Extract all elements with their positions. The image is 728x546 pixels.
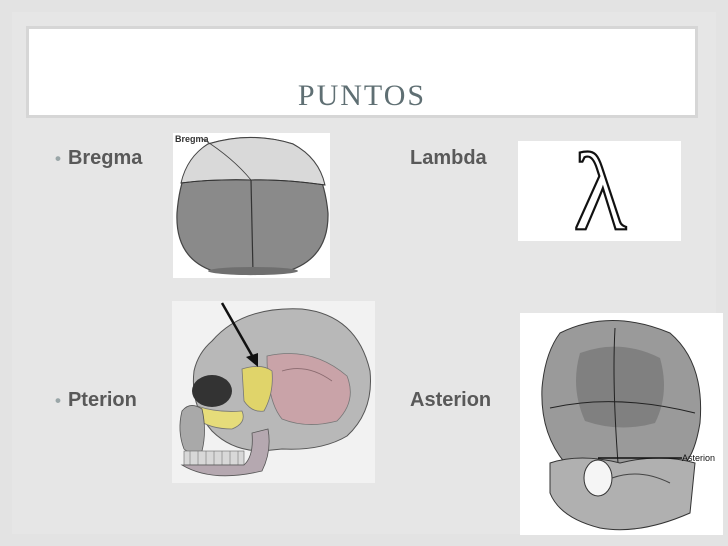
asterion-caption: Asterion [682,453,715,463]
page-title: PUNTOS [297,79,427,112]
asterion-skull-image: Asterion [520,313,723,535]
bregma-image: Bregma [173,133,330,278]
lambda-image: λ [518,141,681,241]
label-lambda: Lambda [410,147,487,170]
label-text: Asterion [410,389,492,411]
label-asterion: Asterion [410,389,491,412]
title-box: PUNTOS [26,26,698,118]
pterion-skull-image [172,301,375,483]
label-text: Pterion [67,389,137,411]
label-bregma: • Bregma [55,147,142,170]
bullet-marker: • [55,391,61,410]
lambda-symbol: λ [573,141,626,241]
label-text: Lambda [410,147,487,169]
label-text: Bregma [67,147,143,169]
bregma-caption: Bregma [175,134,210,144]
bullet-marker: • [55,149,61,168]
label-pterion: • Pterion [55,389,137,412]
